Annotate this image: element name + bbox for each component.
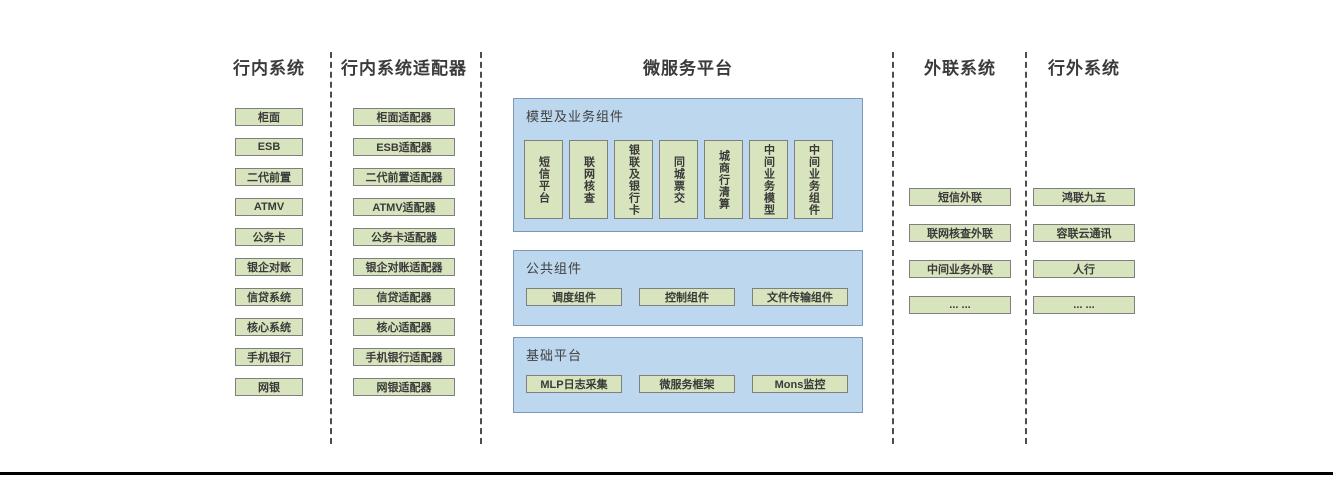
node-box: 公务卡适配器 [353, 228, 455, 246]
node-box: 银企对账 [235, 258, 303, 276]
node-box: 同城票交 [659, 140, 698, 219]
header-microservice-platform: 微服务平台 [643, 59, 733, 78]
node-box: 中间业务外联 [909, 260, 1011, 278]
panel-base-platform: 基础平台 MLP日志采集 微服务框架 Mons监控 [513, 337, 863, 413]
node-box: 城商行清算 [704, 140, 743, 219]
node-box: 鸿联九五 [1033, 188, 1135, 206]
node-box: 核心适配器 [353, 318, 455, 336]
node-box: 手机银行适配器 [353, 348, 455, 366]
node-box: 联网核查外联 [909, 224, 1011, 242]
node-box: 容联云通讯 [1033, 224, 1135, 242]
node-box: 银联及银行卡 [614, 140, 653, 219]
header-internal-systems: 行内系统 [233, 59, 305, 78]
panel-common-components: 公共组件 调度组件 控制组件 文件传输组件 [513, 250, 863, 326]
divider-dashed-2 [480, 52, 482, 444]
node-box: MLP日志采集 [526, 375, 622, 393]
node-box: ... ... [909, 296, 1011, 314]
horizontal-box-row: MLP日志采集 微服务框架 Mons监控 [526, 375, 848, 393]
node-box: Mons监控 [752, 375, 848, 393]
horizontal-box-row: 调度组件 控制组件 文件传输组件 [526, 288, 848, 306]
column-external-systems: 鸿联九五 容联云通讯 人行 ... ... [1033, 188, 1135, 314]
node-box: ... ... [1033, 296, 1135, 314]
divider-dashed-4 [1025, 52, 1027, 444]
column-internal-adapters: 柜面适配器 ESB适配器 二代前置适配器 ATMV适配器 公务卡适配器 银企对账… [353, 108, 455, 396]
node-box: 中间业务模型 [749, 140, 788, 219]
panel-label: 基础平台 [526, 348, 583, 363]
node-box: 短信外联 [909, 188, 1011, 206]
node-box: 人行 [1033, 260, 1135, 278]
node-box: 联网核查 [569, 140, 608, 219]
node-box: 控制组件 [639, 288, 735, 306]
node-box: ATMV适配器 [353, 198, 455, 216]
header-internal-adapters: 行内系统适配器 [341, 59, 467, 78]
node-box: 柜面 [235, 108, 303, 126]
panel-model-business-components: 模型及业务组件 短信平台 联网核查 银联及银行卡 同城票交 城商行清算 中间业务… [513, 98, 863, 232]
node-box: ESB适配器 [353, 138, 455, 156]
node-box: 网银 [235, 378, 303, 396]
node-box: 二代前置适配器 [353, 168, 455, 186]
node-box: 文件传输组件 [752, 288, 848, 306]
header-external-systems: 行外系统 [1048, 59, 1120, 78]
node-box: ESB [235, 138, 303, 156]
node-box: 调度组件 [526, 288, 622, 306]
node-box: 柜面适配器 [353, 108, 455, 126]
node-box: 短信平台 [524, 140, 563, 219]
node-box: 微服务框架 [639, 375, 735, 393]
vertical-box-row: 短信平台 联网核查 银联及银行卡 同城票交 城商行清算 中间业务模型 中间业务组… [524, 140, 833, 219]
node-box: 信贷系统 [235, 288, 303, 306]
node-box: 公务卡 [235, 228, 303, 246]
column-outbound-systems: 短信外联 联网核查外联 中间业务外联 ... ... [909, 188, 1011, 314]
header-outbound-systems: 外联系统 [924, 59, 996, 78]
divider-dashed-3 [892, 52, 894, 444]
divider-dashed-1 [330, 52, 332, 444]
column-internal-systems: 柜面 ESB 二代前置 ATMV 公务卡 银企对账 信贷系统 核心系统 手机银行… [235, 108, 303, 396]
bottom-rule [0, 472, 1333, 475]
node-box: 银企对账适配器 [353, 258, 455, 276]
node-box: 网银适配器 [353, 378, 455, 396]
node-box: 手机银行 [235, 348, 303, 366]
node-box: 二代前置 [235, 168, 303, 186]
node-box: 中间业务组件 [794, 140, 833, 219]
node-box: ATMV [235, 198, 303, 216]
node-box: 信贷适配器 [353, 288, 455, 306]
panel-label: 公共组件 [526, 261, 583, 276]
node-box: 核心系统 [235, 318, 303, 336]
panel-label: 模型及业务组件 [526, 109, 625, 124]
